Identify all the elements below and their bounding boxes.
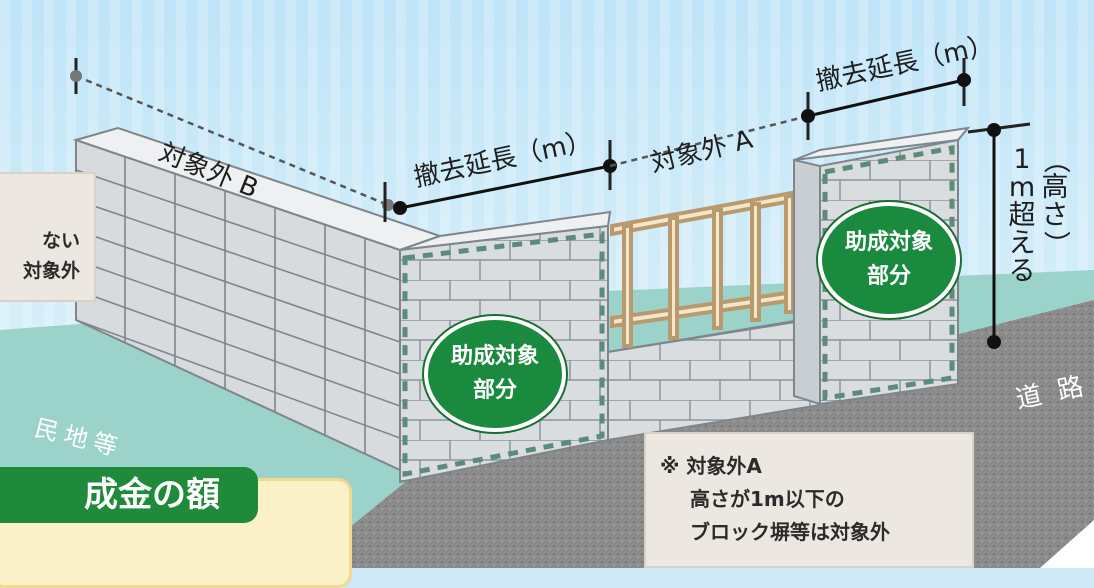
dimension-lines xyxy=(70,58,1031,349)
height-char-1: 高 xyxy=(1041,172,1069,203)
note-right-line1: ※ 対象外A xyxy=(660,454,762,478)
badge-2-line1: 助成対象 xyxy=(844,230,933,255)
section-title: 成金の額 xyxy=(0,467,258,523)
eligible-badge-1: 助成対象 部分 xyxy=(424,316,566,432)
height-paren-close: ） xyxy=(1040,230,1071,258)
wall-b-block-lines xyxy=(75,157,401,454)
height-paren-open: （ xyxy=(1040,146,1071,174)
wall-1-eligible-outline xyxy=(402,231,605,478)
over-char-3: 超 xyxy=(1008,200,1036,231)
badge-1-line1: 助成対象 xyxy=(450,344,539,369)
wall-2-top xyxy=(793,126,971,161)
note-left-line1: ない xyxy=(41,230,80,252)
wall-2-side xyxy=(793,158,821,406)
badge-1-line2: 部分 xyxy=(472,378,517,403)
eligible-badge-2: 助成対象 部分 xyxy=(818,202,960,318)
note-right-line2: 高さが1m以下の xyxy=(690,487,845,511)
wall-2-eligible-outline xyxy=(822,144,955,401)
note-left: ない 対象外 xyxy=(0,172,96,302)
over-char-1: 1 xyxy=(1013,144,1031,175)
over-char-2: m xyxy=(1008,172,1036,203)
badge-2-line2: 部分 xyxy=(866,264,911,289)
over-char-4: え xyxy=(1008,228,1036,259)
over-char-5: る xyxy=(1008,256,1036,287)
label-over-1m-vertical: 1 m 超 え る xyxy=(1008,146,1036,286)
road-edge-white xyxy=(1040,520,1094,568)
note-left-line2: 対象外 xyxy=(22,260,80,282)
fence xyxy=(610,187,810,348)
label-height-vertical: （ 高 さ ） xyxy=(1040,146,1071,258)
note-right-line3: ブロック塀等は対象外 xyxy=(690,520,890,544)
height-char-2: さ xyxy=(1041,200,1069,231)
note-out-of-scope-a: ※ 対象外A 高さが1m以下の ブロック塀等は対象外 xyxy=(644,432,974,568)
